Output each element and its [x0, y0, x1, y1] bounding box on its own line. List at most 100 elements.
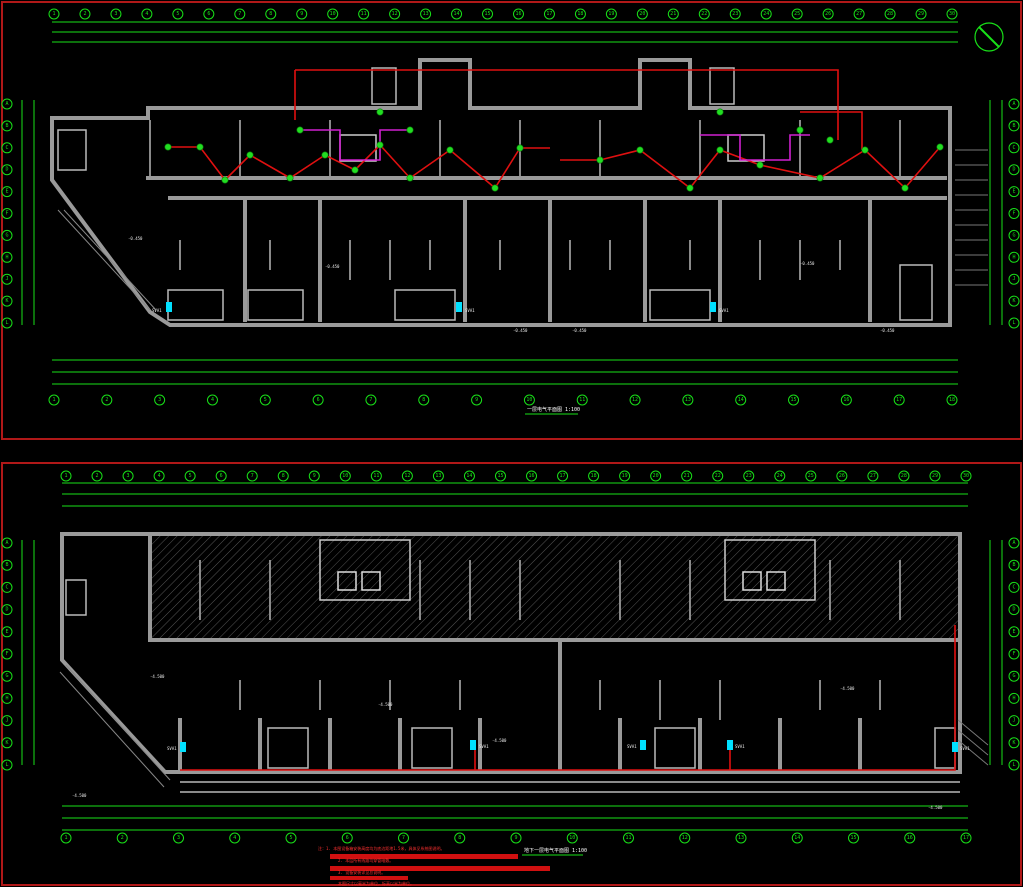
light-fixture-icon	[936, 143, 944, 151]
grid-axis-bubble: 4	[229, 832, 241, 844]
light-fixture-icon	[826, 136, 834, 144]
grid-axis-bubble: 2	[79, 8, 91, 20]
grid-axis-bubble: 25	[791, 8, 803, 20]
grid-axis-bubble: 5	[259, 394, 271, 406]
grid-axis-label: 27	[856, 11, 862, 17]
panel-label: SVA1	[167, 746, 177, 751]
grid-axis-label: 23	[746, 473, 752, 479]
grid-axis-label: 25	[794, 11, 800, 17]
grid-axis-bubble: 2	[101, 394, 113, 406]
grid-axis-label: 28	[901, 473, 907, 479]
grid-axis-label: C	[1012, 584, 1015, 590]
grid-axis-bubble: 9	[510, 832, 522, 844]
grid-axis-label: A	[5, 101, 8, 107]
grid-axis-label: 15	[497, 473, 503, 479]
grid-axis-label: 2	[105, 397, 108, 403]
distribution-panel-icon	[710, 302, 716, 312]
grid-axis-label: 19	[608, 11, 614, 17]
note-line: 本图尺寸以毫米为单位，标高以米为单位。	[338, 880, 414, 886]
grid-axis-label: L	[1012, 320, 1015, 326]
light-fixture-icon	[596, 156, 604, 164]
grid-axis-label: 16	[529, 473, 535, 479]
grid-axis-label: 14	[466, 473, 472, 479]
grid-axis-bubble: E	[1, 186, 13, 198]
grid-axis-bubble: 15	[494, 470, 506, 482]
light-fixture-icon	[351, 166, 359, 174]
grid-axis-bubble: F	[1, 208, 13, 219]
grid-axis-bubble: 10	[523, 394, 535, 406]
elevation-mark: -4.500	[378, 702, 393, 707]
grid-axis-bubble: C	[1, 581, 13, 593]
top-branch-circuit-magenta	[300, 129, 410, 161]
grid-axis-label: F	[1012, 651, 1015, 657]
grid-axis-label: 1	[52, 11, 55, 17]
light-fixture-icon	[321, 151, 329, 159]
light-fixture-icon	[286, 174, 294, 182]
grid-axis-bubble: 14	[463, 470, 475, 482]
grid-axis-bubble: 19	[605, 8, 617, 20]
grid-axis-bubble: 15	[482, 8, 494, 20]
grid-axis-bubble: D	[1, 604, 13, 616]
grid-axis-label: 16	[515, 11, 521, 17]
grid-axis-label: 1	[64, 835, 67, 841]
grid-axis-label: 13	[738, 835, 744, 841]
grid-axis-bubble: 13	[420, 8, 432, 20]
notes-block: 注：1. 本图设备箱安装高度均为底边距地1.5米，具体见系统图说明。 2. 本层…	[318, 845, 550, 886]
grid-axis-label: F	[5, 651, 8, 657]
grid-axis-label: 1	[64, 473, 67, 479]
grid-axis-label: J	[1012, 276, 1015, 282]
grid-axis-label: 7	[251, 473, 254, 479]
grid-axis-label: 11	[373, 473, 379, 479]
grid-axis-bubble: 20	[650, 470, 662, 482]
grid-axis-label: 15	[850, 835, 856, 841]
grid-axis-label: 13	[685, 397, 691, 403]
grid-axis-label: 29	[932, 473, 938, 479]
grid-axis-bubble: 14	[735, 394, 747, 406]
grid-axis-label: 7	[402, 835, 405, 841]
grid-axis-label: 14	[454, 11, 460, 17]
grid-axis-label: 15	[485, 11, 491, 17]
grid-axis-bubble: 6	[215, 470, 227, 482]
grid-axis-bubble: 13	[735, 832, 747, 844]
grid-axis-bubble: 7	[398, 832, 409, 844]
grid-axis-bubble: 8	[454, 832, 466, 844]
grid-axis-label: 17	[560, 473, 566, 479]
grid-axis-label: 6	[317, 397, 320, 403]
grid-axis-label: 9	[475, 397, 478, 403]
distribution-panel-icon	[727, 740, 733, 750]
light-fixture-icon	[716, 146, 724, 154]
grid-axis-bubble: 14	[791, 832, 803, 844]
grid-axis-label: 17	[963, 835, 969, 841]
grid-axis-bubble: J	[1, 715, 13, 727]
grid-axis-label: 28	[887, 11, 893, 17]
grid-axis-bubble: G	[1008, 670, 1020, 682]
grid-axis-label: C	[5, 584, 8, 590]
grid-axis-bubble: 23	[743, 470, 755, 482]
grid-axis-label: 10	[569, 835, 575, 841]
grid-axis-label: E	[1012, 629, 1015, 635]
grid-axis-label: 20	[653, 473, 659, 479]
grid-axis-bubble: 28	[884, 8, 896, 20]
grid-axis-label: 11	[625, 835, 631, 841]
elevation-mark: -4.500	[72, 793, 87, 798]
elevation-mark: -0.450	[880, 328, 895, 333]
light-fixture-icon	[756, 161, 764, 169]
light-fixture-icon	[196, 143, 204, 151]
elevation-mark: -0.450	[572, 328, 587, 333]
grid-axis-label: B	[5, 562, 8, 568]
grid-axis-label: 21	[670, 11, 676, 17]
grid-axis-bubble: 18	[574, 8, 586, 20]
grid-axis-bubble: 30	[946, 8, 958, 20]
grid-axis-bubble: 12	[401, 470, 413, 482]
grid-axis-label: 6	[207, 11, 210, 17]
grid-axis-bubble: 13	[432, 470, 444, 482]
top-panel-frame	[1, 1, 1022, 440]
grid-axis-bubble: 5	[184, 470, 196, 482]
grid-axis-label: 10	[526, 397, 532, 403]
grid-axis-bubble: 1	[48, 8, 60, 20]
elevation-mark: -0.450	[325, 264, 340, 269]
